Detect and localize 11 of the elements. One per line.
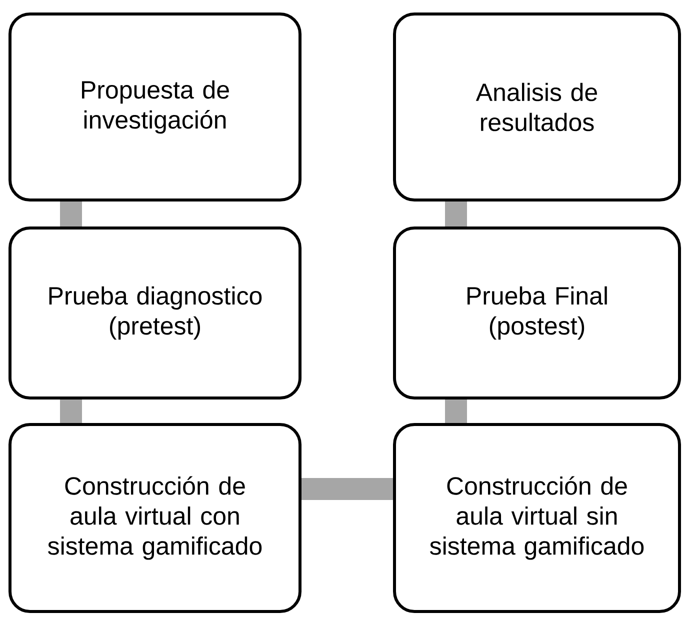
- process-box: Construcción de aula virtual con sistema gamificado: [8, 423, 302, 613]
- process-box: Prueba Final (postest): [393, 226, 681, 400]
- process-box: Prueba diagnostico (pretest): [8, 226, 302, 400]
- connector-bar: [445, 400, 467, 423]
- connector-bar: [60, 202, 82, 226]
- connector-bar: [445, 202, 467, 226]
- connector-bar: [302, 478, 393, 500]
- process-box: Construcción de aula virtual sin sistema gamificado: [393, 423, 681, 613]
- process-box: Analisis de resultados: [393, 12, 681, 202]
- process-box: Propuesta de investigación: [8, 12, 302, 202]
- connector-bar: [60, 400, 82, 423]
